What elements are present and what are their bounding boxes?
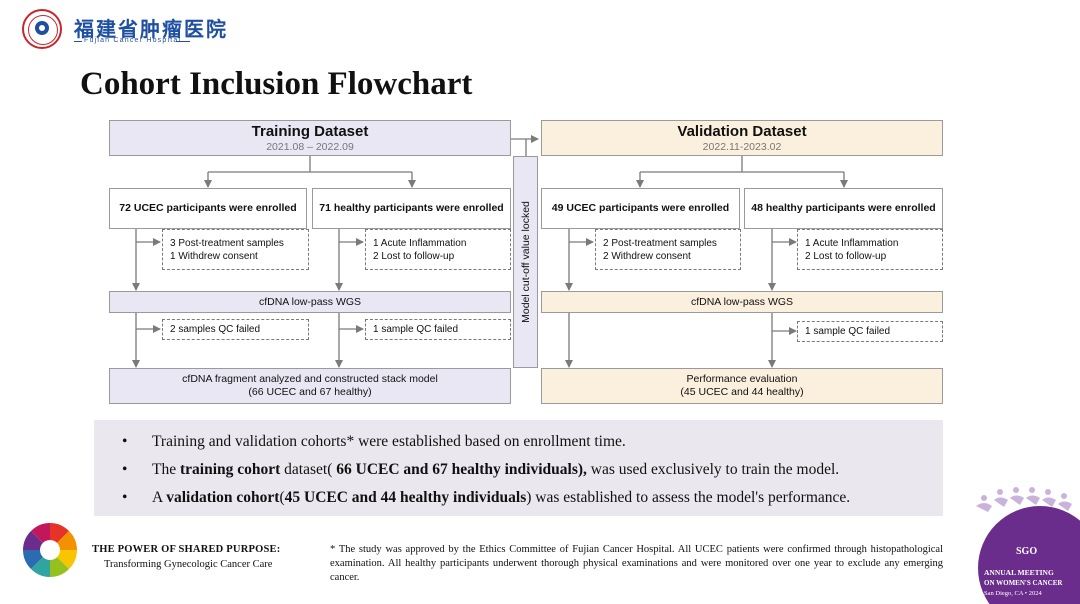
sgo-line-3: San Diego, CA • 2024 xyxy=(984,590,1042,597)
training-healthy-enrolled: 71 healthy participants were enrolled xyxy=(312,188,511,229)
training-final-box: cfDNA fragment analyzed and constructed … xyxy=(109,368,511,404)
training-title: Training Dataset xyxy=(251,122,369,140)
validation-dataset-header: Validation Dataset 2022.11-2023.02 xyxy=(541,120,943,156)
bullet-1: Training and validation cohorts* were es… xyxy=(114,428,943,456)
validation-final-box: Performance evaluation (45 UCEC and 44 h… xyxy=(541,368,943,404)
training-ucec-exclusions: 3 Post-treatment samples 1 Withdrew cons… xyxy=(162,229,309,270)
bullet-2: The training cohort dataset( 66 UCEC and… xyxy=(114,456,943,484)
logo-divider-right xyxy=(176,41,190,42)
summary-bullets: Training and validation cohorts* were es… xyxy=(94,420,943,516)
model-cutoff-locked-box: Model cut-off value locked xyxy=(513,156,538,368)
sgo-line-1: ANNUAL MEETING xyxy=(984,568,1054,577)
hospital-name-en: Fujian Cancer Hospital xyxy=(84,37,182,44)
sgo-logo-text: SGO xyxy=(1016,546,1037,557)
training-dataset-header: Training Dataset 2021.08 – 2022.09 xyxy=(109,120,511,156)
training-healthy-qc-failed: 1 sample QC failed xyxy=(365,319,511,340)
validation-healthy-enrolled: 48 healthy participants were enrolled xyxy=(744,188,943,229)
validation-healthy-qc-failed: 1 sample QC failed xyxy=(797,321,943,342)
training-ucec-qc-failed: 2 samples QC failed xyxy=(162,319,309,340)
validation-wgs-box: cfDNA low-pass WGS xyxy=(541,291,943,313)
training-wgs-box: cfDNA low-pass WGS xyxy=(109,291,511,313)
hospital-seal-logo xyxy=(22,9,62,49)
validation-ucec-exclusions: 2 Post-treatment samples 2 Withdrew cons… xyxy=(595,229,741,270)
hospital-name-cn: 福建省肿瘤医院 xyxy=(74,17,228,41)
logo-divider-left xyxy=(74,41,82,42)
validation-title: Validation Dataset xyxy=(677,122,807,140)
ethics-footnote: * The study was approved by the Ethics C… xyxy=(330,544,943,583)
shared-purpose-wheel-logo xyxy=(23,523,77,577)
validation-period: 2022.11-2023.02 xyxy=(702,140,782,153)
page-title: Cohort Inclusion Flowchart xyxy=(80,66,473,102)
validation-healthy-exclusions: 1 Acute Inflammation 2 Lost to follow-up xyxy=(797,229,943,270)
sgo-line-2: ON WOMEN'S CANCER xyxy=(984,579,1063,587)
training-healthy-exclusions: 1 Acute Inflammation 2 Lost to follow-up xyxy=(365,229,511,270)
tagline-subtitle: Transforming Gynecologic Cancer Care xyxy=(104,559,273,570)
training-period: 2021.08 – 2022.09 xyxy=(266,140,354,153)
model-cutoff-locked-label: Model cut-off value locked xyxy=(519,201,532,323)
training-ucec-enrolled: 72 UCEC participants were enrolled xyxy=(109,188,307,229)
validation-ucec-enrolled: 49 UCEC participants were enrolled xyxy=(541,188,740,229)
sgo-annual-meeting-logo: SGO ANNUAL MEETING ON WOMEN'S CANCER San… xyxy=(976,487,1080,604)
tagline-title: THE POWER OF SHARED PURPOSE: xyxy=(92,544,281,555)
bullet-3: A validation cohort(45 UCEC and 44 healt… xyxy=(114,484,943,512)
